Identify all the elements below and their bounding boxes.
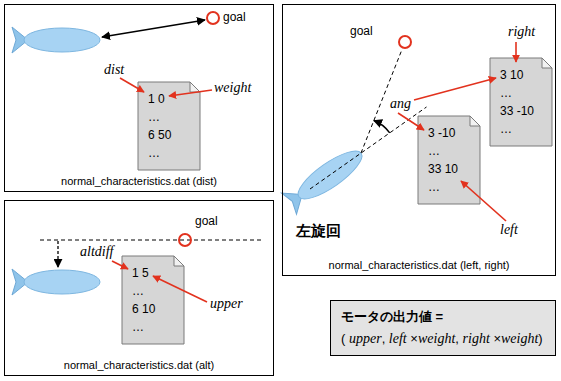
formula-term: right	[463, 331, 490, 346]
variable-label: ang	[390, 96, 411, 112]
goal-label: goal	[223, 10, 246, 25]
file-row: …	[428, 178, 470, 196]
file-row: …	[148, 108, 190, 126]
file-fold	[470, 116, 480, 126]
goal-altitude-line	[40, 240, 262, 241]
formula-line: モータの出力値 =	[341, 306, 545, 328]
file-row: 33 -10	[500, 102, 542, 120]
formula-term: ×	[407, 331, 418, 346]
leader-line	[120, 78, 144, 92]
distance-arrow	[102, 20, 205, 37]
data-file: 1 0…6 50…	[138, 82, 200, 170]
angle-arc	[374, 121, 390, 133]
fish	[12, 269, 100, 295]
leader-line	[398, 113, 424, 130]
panel-caption: normal_characteristics.dat (left, right)	[283, 258, 555, 272]
file-row: 1 0	[148, 90, 190, 108]
panel-caption: normal_characteristics.dat (alt)	[5, 358, 273, 372]
file-fold	[174, 256, 184, 266]
heading-line	[310, 107, 427, 189]
formula-term: weight	[418, 331, 455, 346]
file-icon	[122, 256, 184, 344]
fish	[282, 143, 369, 215]
variable-label: left	[500, 222, 518, 238]
figure-panel: normal_characteristics.dat (dist)1 0…6 5…	[4, 4, 274, 192]
goal-marker	[399, 36, 411, 48]
file-row: 3 -10	[428, 124, 470, 142]
file-row: 33 10	[428, 160, 470, 178]
formula-line: ( upper, left ×weight, right ×weight)	[341, 328, 545, 350]
leader-line	[169, 90, 212, 96]
leader-line	[461, 181, 506, 221]
file-page	[490, 58, 552, 146]
file-row: …	[428, 142, 470, 160]
variable-label: right	[508, 24, 535, 40]
variable-label: upper	[210, 296, 243, 312]
formula-term: ,	[455, 331, 462, 346]
file-row: …	[132, 318, 174, 336]
formula-box: モータの出力値 =( upper, left ×weight, right ×w…	[330, 300, 556, 356]
data-file: 3 -10…33 10…	[418, 116, 480, 204]
file-row: …	[500, 120, 542, 138]
file-fold	[190, 82, 200, 92]
file-row: 6 50	[148, 126, 190, 144]
goal-marker	[207, 12, 219, 24]
variable-label: altdiff	[80, 244, 113, 260]
leader-line	[153, 276, 207, 302]
altitude-arrow	[57, 241, 58, 267]
fish-body	[24, 28, 100, 52]
data-file: 3 10…33 -10…	[490, 58, 552, 146]
figure-panel: normal_characteristics.dat (alt)1 5…6 10…	[4, 200, 274, 376]
goal-label: goal	[350, 24, 373, 39]
file-fold	[542, 58, 552, 68]
turn-label: 左旋回	[296, 222, 341, 240]
variable-label: dist	[104, 62, 124, 78]
formula-term: weight	[501, 331, 538, 346]
formula-term: upper	[349, 331, 382, 346]
goal-label: goal	[195, 214, 218, 229]
leader-line	[515, 42, 517, 62]
formula-term: )	[538, 331, 542, 346]
file-row: 6 10	[132, 300, 174, 318]
file-row: …	[500, 84, 542, 102]
fish-body	[24, 270, 100, 294]
variable-label: weight	[214, 80, 251, 96]
file-row: …	[148, 144, 190, 162]
leader-line	[414, 78, 496, 100]
file-page	[122, 256, 184, 344]
file-row: …	[132, 282, 174, 300]
formula-term: ,	[382, 331, 389, 346]
goal-marker	[179, 234, 191, 246]
fish	[12, 27, 100, 53]
file-page	[418, 116, 480, 204]
file-row: 3 10	[500, 66, 542, 84]
formula-term: (	[341, 331, 349, 346]
leader-line	[112, 261, 128, 269]
leader-group	[112, 42, 516, 302]
data-file: 1 5…6 10…	[122, 256, 184, 344]
file-row: 1 5	[132, 264, 174, 282]
formula-term: left	[389, 331, 407, 346]
formula-term: ×	[490, 331, 501, 346]
formula-term: モータの出力値 =	[341, 309, 443, 324]
panel-caption: normal_characteristics.dat (dist)	[5, 174, 273, 188]
